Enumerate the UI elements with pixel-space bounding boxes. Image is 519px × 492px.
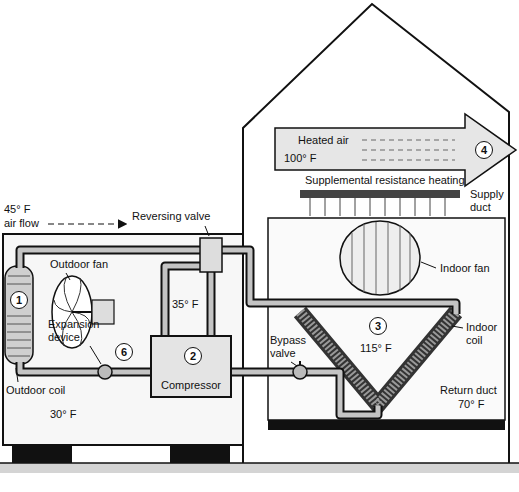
callout-number: 4 — [475, 141, 493, 159]
temperature-label: 115° F — [360, 342, 392, 355]
temperature-label: 70° F — [458, 398, 484, 411]
callout-number-text: 1 — [16, 294, 22, 306]
callout-number: 2 — [184, 347, 202, 365]
part-label: Reversing valve — [132, 210, 210, 223]
part-label: Indoor coil — [466, 321, 504, 347]
part-label: Outdoor coil — [6, 384, 65, 397]
part-label: Return duct — [440, 384, 497, 397]
part-label: Expansion device — [48, 318, 106, 344]
callout-number-text: 4 — [481, 144, 487, 156]
callout-number: 6 — [115, 343, 133, 361]
text-label: air flow — [4, 217, 39, 230]
part-label: Supply duct — [470, 188, 508, 214]
callout-number-text: 3 — [375, 320, 381, 332]
part-label: Supplemental resistance heating — [305, 174, 465, 187]
text-label: Heated air — [298, 134, 349, 147]
temperature-label: 30° F — [50, 408, 76, 421]
part-label: Indoor fan — [440, 262, 490, 275]
temperature-label: 100° F — [284, 152, 317, 165]
temperature-label: 45° F — [4, 203, 30, 216]
callout-number: 3 — [369, 317, 387, 335]
callout-number: 1 — [10, 291, 28, 309]
callout-number-text: 6 — [121, 346, 127, 358]
compressor-box: Compressor 2 — [150, 335, 232, 398]
callout-number-text: 2 — [190, 350, 196, 362]
compressor-label: Compressor — [152, 379, 230, 392]
temperature-label: 35° F — [172, 298, 198, 311]
part-label: Outdoor fan — [50, 258, 108, 271]
part-label: Bypass valve — [270, 334, 314, 360]
